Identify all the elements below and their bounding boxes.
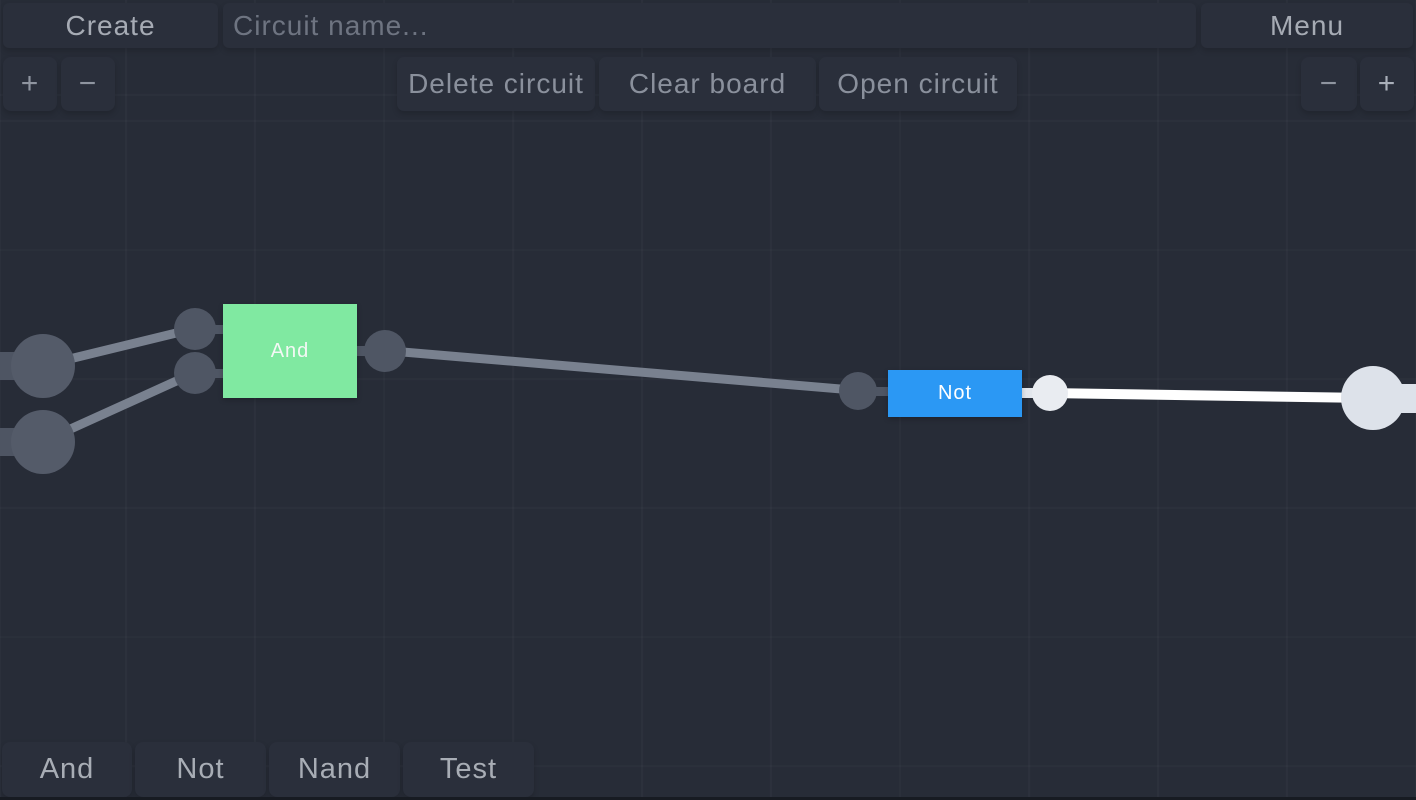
and-input-pin-1[interactable] [174,308,216,350]
delete-circuit-button[interactable]: Delete circuit [397,57,595,111]
input-terminal-1[interactable] [11,334,75,398]
toolbar-gate-not[interactable]: Not [135,742,266,797]
toolbar-gate-nand[interactable]: Nand [269,742,400,797]
wire-not-to-output[interactable] [1049,388,1375,404]
clear-board-button[interactable]: Clear board [599,57,816,111]
output-terminal[interactable] [1341,366,1405,430]
zoom-in-button-left[interactable]: + [3,57,57,111]
menu-button[interactable]: Menu [1201,3,1413,48]
window-bottom-edge [0,797,1416,800]
circuit-name-input[interactable] [223,3,1196,48]
toolbar-gate-and[interactable]: And [2,742,132,797]
input-terminal-2[interactable] [11,410,75,474]
not-gate[interactable]: Not [888,370,1022,417]
not-gate-label: Not [937,382,973,404]
and-output-pin[interactable] [364,330,406,372]
and-input-pin-2[interactable] [174,352,216,394]
not-input-pin[interactable] [839,372,877,410]
not-output-pin[interactable] [1032,375,1068,411]
zoom-out-button-left[interactable]: − [61,57,115,111]
open-circuit-button[interactable]: Open circuit [819,57,1017,111]
and-gate[interactable]: And [223,304,357,398]
zoom-in-button-right[interactable]: + [1360,57,1414,111]
wire-and-to-not[interactable] [384,346,860,396]
and-gate-label: And [270,339,310,362]
toolbar-gate-test[interactable]: Test [403,742,534,797]
create-button[interactable]: Create [3,3,218,48]
zoom-out-button-right[interactable]: − [1301,57,1357,111]
